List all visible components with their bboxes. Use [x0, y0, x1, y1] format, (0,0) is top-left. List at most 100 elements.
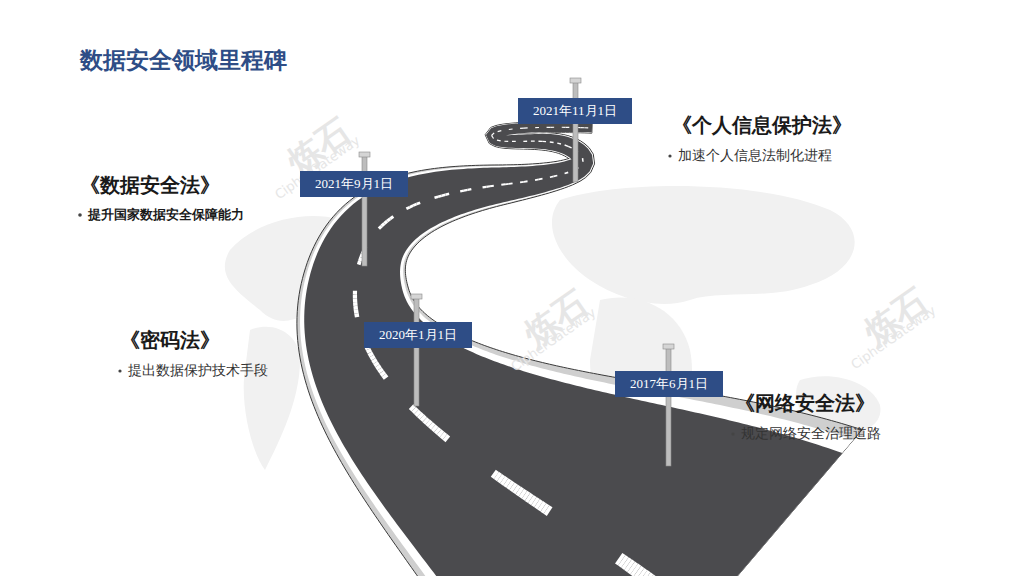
centre-dash	[445, 437, 448, 439]
centre-dash	[372, 356, 374, 359]
road-edge-line	[300, 122, 854, 576]
centre-dash	[622, 560, 625, 562]
centre-dash	[353, 295, 357, 299]
centre-dash	[434, 197, 438, 198]
centre-dash	[546, 510, 549, 512]
centre-dash	[581, 127, 585, 128]
slide-title: 数据安全领域里程碑	[80, 45, 287, 76]
centre-dash	[436, 430, 439, 432]
centre-dash	[512, 486, 515, 488]
centre-dash	[501, 183, 505, 185]
centre-dash	[504, 141, 508, 142]
law-title: 《密码法》	[120, 327, 220, 354]
centre-dash	[535, 127, 539, 128]
centre-dash	[353, 306, 358, 310]
centre-dash	[568, 146, 571, 148]
road-shoulder	[297, 122, 862, 576]
centre-dash	[425, 420, 428, 423]
centre-dash	[411, 407, 414, 410]
centre-dash	[515, 488, 518, 490]
date-text: 2020年1月1日	[364, 326, 472, 344]
centre-dash	[524, 127, 528, 128]
date-sign: 2021年9月1日	[300, 171, 408, 197]
centre-dash	[640, 573, 643, 575]
centre-dash	[492, 133, 495, 136]
centre-dash	[557, 142, 561, 144]
centre-dash	[550, 127, 554, 128]
centre-dash	[353, 298, 357, 302]
centre-dash	[509, 182, 513, 184]
centre-dash	[505, 183, 509, 185]
law-title: 《数据安全法》	[80, 172, 220, 199]
centre-dash	[550, 176, 554, 179]
centre-dash	[442, 434, 445, 436]
centre-dash	[538, 141, 542, 142]
centre-dash	[562, 127, 566, 128]
centre-dash	[506, 482, 509, 484]
centre-dash	[619, 558, 622, 560]
centre-dash	[379, 226, 382, 229]
centre-dash	[373, 359, 375, 362]
centre-dash	[359, 261, 360, 265]
road	[297, 122, 862, 576]
centre-dash	[497, 139, 501, 141]
centre-dash	[539, 178, 543, 180]
date-text: 2017年6月1日	[615, 375, 723, 393]
centre-dash	[550, 141, 554, 143]
law-note: 提升国家数据安全保障能力	[88, 206, 244, 224]
centre-dash	[637, 571, 640, 573]
centre-dash	[382, 372, 384, 375]
law-title: 《网络安全法》	[735, 390, 875, 417]
centre-dash	[499, 478, 502, 480]
centre-dash	[490, 185, 494, 188]
law-title: 《个人信息保护法》	[672, 112, 852, 139]
centre-dash	[428, 422, 431, 425]
centre-dash	[354, 313, 359, 317]
centre-dash	[430, 425, 433, 427]
centre-dash	[537, 503, 540, 505]
centre-dash	[498, 130, 502, 132]
centre-dash	[380, 369, 382, 372]
centre-dash	[542, 141, 546, 143]
centre-dash	[460, 189, 464, 192]
centre-dash	[486, 185, 490, 188]
date-sign: 2020年1月1日	[364, 322, 472, 348]
centre-dash	[547, 127, 551, 128]
centre-dash	[524, 495, 527, 497]
centre-dash	[406, 207, 409, 209]
centre-dash	[496, 475, 499, 477]
centre-dash	[368, 349, 370, 352]
centre-dash	[413, 204, 416, 205]
law-note: 加速个人信息法制化进程	[678, 147, 832, 165]
centre-dash	[524, 180, 528, 182]
centre-dash	[634, 569, 637, 571]
centre-dash	[384, 375, 386, 378]
law-note: 规定网络安全治理道路	[741, 425, 881, 443]
centre-dash	[375, 363, 377, 366]
centre-dash	[531, 141, 535, 142]
centre-dash	[565, 145, 569, 146]
centre-dash	[433, 427, 436, 429]
centre-dash	[534, 501, 537, 503]
centre-dash	[535, 179, 539, 181]
centre-dash	[353, 291, 357, 295]
centre-dash	[483, 186, 487, 189]
centre-dash	[410, 206, 413, 208]
centre-dash	[442, 193, 446, 196]
centre-dash	[353, 302, 358, 306]
centre-dash	[531, 499, 534, 501]
centre-dash	[414, 409, 417, 412]
centre-dash	[419, 415, 422, 418]
centre-dash	[354, 310, 359, 314]
law-note: 提出数据保护技术手段	[128, 362, 268, 380]
centre-dash	[520, 181, 524, 183]
centre-dash	[382, 223, 385, 226]
centre-dash	[370, 353, 372, 356]
centre-dash	[521, 493, 524, 495]
centre-dash	[493, 473, 496, 475]
centre-dash	[509, 484, 512, 486]
centre-dash	[509, 128, 513, 130]
date-text: 2021年9月1日	[300, 175, 408, 193]
centre-dash	[416, 412, 419, 415]
